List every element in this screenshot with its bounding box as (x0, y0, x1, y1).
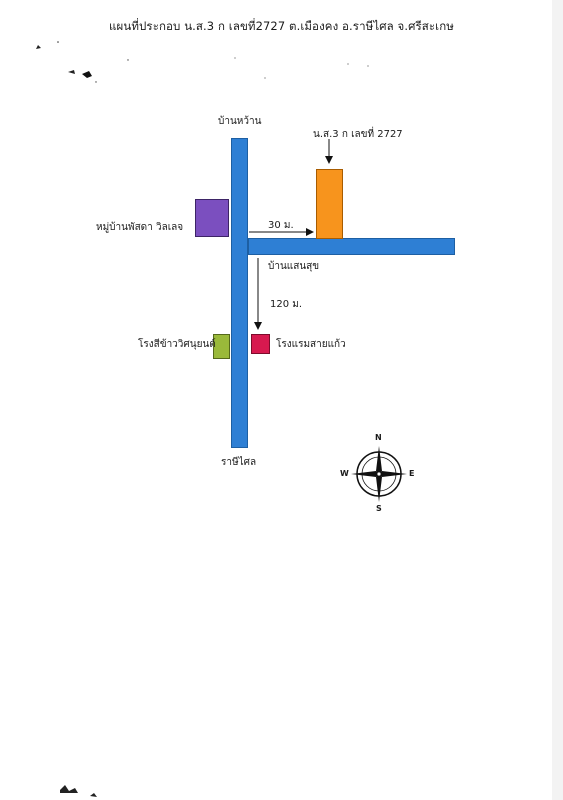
label-village: หมู่บ้านพัสดา วิลเลจ (96, 222, 184, 233)
rice-mill-marker (213, 334, 230, 359)
label-east-road: บ้านแสนสุข (268, 261, 320, 272)
compass-label-s: S (376, 504, 382, 513)
label-rice-mill: โรงสีข้าววิศนุยนต์ (138, 339, 216, 350)
hotel-marker (251, 334, 270, 354)
label-hotel: โรงแรมสายแก้ว (276, 339, 346, 350)
compass-label-w: W (340, 469, 349, 478)
scan-edge (552, 0, 563, 800)
compass-label-e: E (409, 469, 415, 478)
label-parcel: น.ส.3 ก เลขที่ 2727 (313, 129, 403, 140)
main-road-north-south (231, 138, 248, 448)
label-north-end: บ้านหว้าน (218, 116, 262, 127)
parcel-marker (316, 169, 343, 239)
label-distance-hotel: 120 ม. (270, 299, 303, 310)
side-road-east (248, 238, 455, 255)
label-south-end: ราษีไศล (221, 457, 257, 468)
label-distance-parcel: 30 ม. (268, 220, 294, 231)
village-marker (195, 199, 229, 237)
compass-label-n: N (375, 433, 382, 442)
page-title: แผนที่ประกอบ น.ส.3 ก เลขที่2727 ต.เมืองค… (109, 19, 454, 33)
